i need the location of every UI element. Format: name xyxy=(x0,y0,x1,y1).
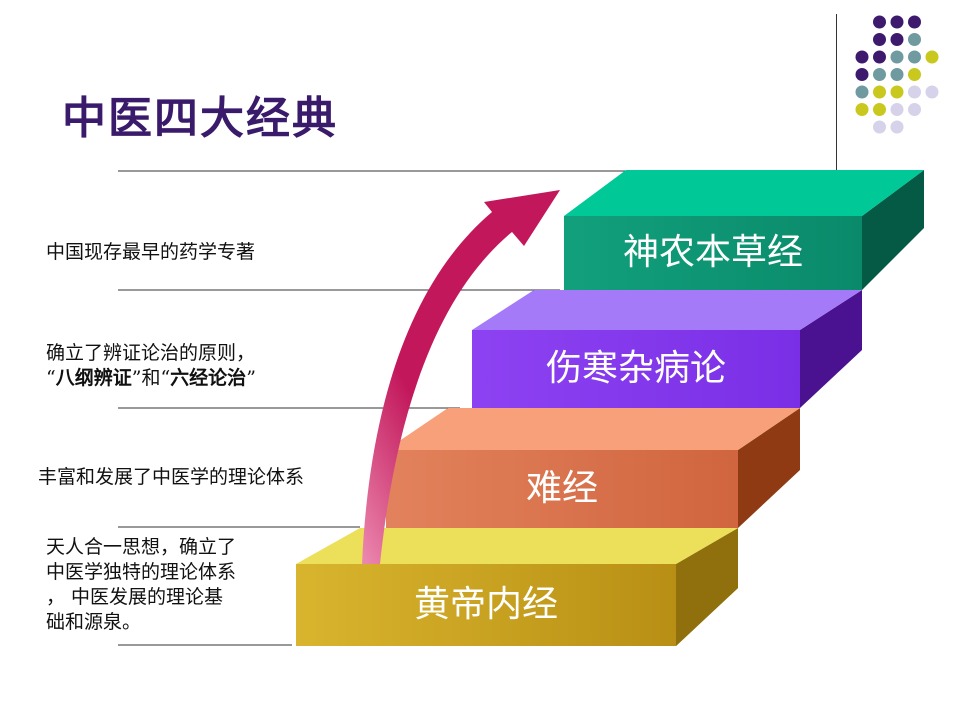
decorative-dot xyxy=(873,120,886,134)
step-shanghan-zabing-lun xyxy=(472,290,862,408)
decorative-dot xyxy=(873,15,886,29)
decorative-dot xyxy=(855,85,869,99)
description-line: “八纲辨证”和“六经论治” xyxy=(46,366,256,391)
description-huangdi: 天人合一思想，确立了 中医学独特的理论体系 ， 中医发展的理论基 础和源泉。 xyxy=(46,535,236,635)
step-side xyxy=(800,290,862,408)
description-line: 天人合一思想，确立了 xyxy=(46,536,237,558)
description-line: 确立了辨证论治的原则， xyxy=(46,342,256,364)
step-side xyxy=(676,528,738,646)
step-nanjing xyxy=(386,408,800,528)
description-line: 础和源泉。 xyxy=(46,611,142,633)
decorative-dot xyxy=(855,50,869,64)
decorative-dot xyxy=(873,68,886,81)
decorative-dot xyxy=(855,68,869,81)
description-line: 中国现存最早的药学专著 xyxy=(46,241,256,263)
decorative-dot xyxy=(908,85,921,99)
step-label-huangdi: 黄帝内经 xyxy=(413,584,558,625)
step-shennong-bencao-jing xyxy=(564,170,924,290)
arrow-shape xyxy=(362,190,560,564)
step-label-shennong: 神农本草经 xyxy=(622,232,803,273)
page-title: 中医四大经典 xyxy=(62,93,338,144)
step-side xyxy=(862,170,924,290)
description-line: ， 中医发展的理论基 xyxy=(46,586,224,608)
decorative-dot xyxy=(908,33,921,46)
decorative-dot xyxy=(908,103,921,116)
decorative-dot xyxy=(890,85,904,99)
decorative-dot xyxy=(925,85,939,99)
step-top xyxy=(472,290,862,330)
decorative-dot xyxy=(925,50,939,64)
step-front xyxy=(296,564,676,646)
step-label-shanghan: 伤寒杂病论 xyxy=(545,348,726,389)
decorative-dot xyxy=(908,50,921,64)
description-line: 中医学独特的理论体系 xyxy=(46,561,237,583)
bagang-bianzheng-text: 八纲辨证 xyxy=(55,367,132,389)
decorative-dot xyxy=(890,68,904,81)
quote-mark: “ xyxy=(46,367,56,389)
decorative-dot xyxy=(855,103,869,116)
decorative-dot xyxy=(873,33,886,46)
description-shennong: 中国现存最早的药学专著 xyxy=(46,240,255,265)
step-top xyxy=(564,170,924,216)
decorative-dot xyxy=(908,15,921,29)
step-front xyxy=(386,450,738,528)
quote-mark: ” xyxy=(246,367,256,389)
decorative-dot xyxy=(873,103,886,116)
step-front xyxy=(564,216,862,290)
decorative-dot xyxy=(873,50,886,64)
decorative-dot xyxy=(890,120,904,134)
description-line: 丰富和发展了中医学的理论体系 xyxy=(38,466,305,488)
decorative-dot xyxy=(908,68,921,81)
step-huangdi-neijing xyxy=(296,528,738,646)
step-top xyxy=(386,408,800,450)
decorative-dot xyxy=(890,33,904,46)
decorative-dot xyxy=(890,15,904,29)
quote-and-text: ”和“ xyxy=(131,367,171,389)
step-top xyxy=(296,528,738,564)
decorative-dot xyxy=(890,103,904,116)
step-front xyxy=(472,330,800,408)
step-side xyxy=(738,408,800,528)
liujing-lunzhi-text: 六经论治 xyxy=(170,367,247,389)
decorative-dot xyxy=(890,50,904,64)
step-label-nanjing: 难经 xyxy=(525,468,598,509)
decorative-dot xyxy=(873,85,886,99)
title-divider-line xyxy=(836,14,837,170)
description-nanjing: 丰富和发展了中医学的理论体系 xyxy=(38,465,304,490)
description-shanghan: 确立了辨证论治的原则， “八纲辨证”和“六经论治” xyxy=(46,341,256,391)
ascending-arrow xyxy=(362,190,560,564)
